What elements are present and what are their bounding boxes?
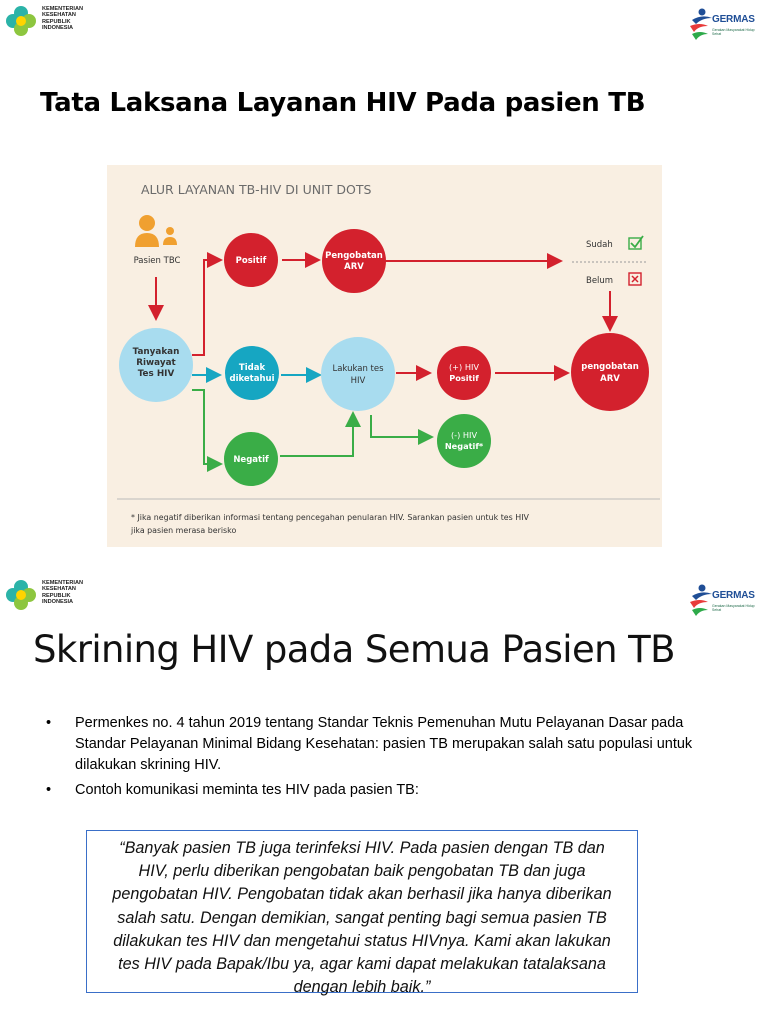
list-item: • Contoh komunikasi meminta tes HIV pada… [44,780,734,801]
node-hiv-negative: (-) HIV Negatif* [437,414,491,468]
germas-wordmark: GERMAS [712,14,755,25]
quote-text: “Banyak pasien TB juga terinfeksi HIV. P… [112,839,612,997]
svg-text:Riwayat: Riwayat [136,358,175,368]
arrow-test-to-hivneg [370,415,434,445]
germas-tagline: Gerakan Masyarakat Hidup Sehat [712,28,755,36]
bullet-list: • Permenkes no. 4 tahun 2019 tentang Sta… [44,713,734,805]
arrow-negative-to-test [280,411,361,457]
status-belum-label: Belum [586,276,613,286]
kemenkes-logo-text: KEMENTERIAN KESEHATAN REPUBLIK INDONESIA [42,6,84,32]
patient-icon [135,215,177,247]
cross-icon [628,272,642,286]
kemenkes-logo-text: KEMENTERIAN KESEHATAN REPUBLIK INDONESIA [42,580,84,606]
svg-text:Negatif*: Negatif* [445,441,484,451]
flowchart-heading: ALUR LAYANAN TB-HIV DI UNIT DOTS [141,182,371,197]
slide-2-title: Skrining HIV pada Semua Pasien TB [33,628,676,671]
germas-wordmark: GERMAS [712,590,755,601]
svg-text:Tes HIV: Tes HIV [138,369,175,379]
germas-emblem-icon [690,584,712,616]
germas-emblem-icon [690,8,712,40]
svg-text:Pengobatan: Pengobatan [325,251,383,261]
bullet-dot: • [46,715,52,731]
footnote-line-1: * Jika negatif diberikan informasi tenta… [131,513,530,522]
list-item: • Permenkes no. 4 tahun 2019 tentang Sta… [44,713,734,776]
svg-text:Positif: Positif [236,256,267,266]
node-arv-right: pengobatan ARV [571,333,649,411]
tb-hiv-flowchart: ALUR LAYANAN TB-HIV DI UNIT DOTS Pasien … [107,165,662,547]
arrow-ask-to-positive [192,252,223,356]
checkmark-icon [628,235,644,250]
slide-1: KEMENTERIAN KESEHATAN REPUBLIK INDONESIA… [4,2,760,547]
svg-text:Tanyakan: Tanyakan [133,347,180,357]
bullet-text: Contoh komunikasi meminta tes HIV pada p… [75,782,419,798]
node-unknown: Tidak diketahui [225,346,279,400]
germas-tagline: Gerakan Masyarakat Hidup Sehat [712,604,755,612]
status-sudah-label: Sudah [586,240,613,250]
svg-text:Positif: Positif [449,373,479,383]
svg-text:HIV: HIV [351,376,366,386]
germas-logo: GERMAS Gerakan Masyarakat Hidup Sehat [686,4,760,44]
node-arv-top: Pengobatan ARV [322,229,386,293]
node-hiv-positive: (+) HIV Positif [437,346,491,400]
node-negative: Negatif [224,432,278,486]
svg-text:Tidak: Tidak [239,363,266,373]
kemenkes-logo: KEMENTERIAN KESEHATAN REPUBLIK INDONESIA [4,2,94,42]
svg-text:ARV: ARV [344,262,364,272]
svg-text:Negatif: Negatif [233,455,269,465]
svg-text:pengobatan: pengobatan [581,362,639,372]
bullet-text: Permenkes no. 4 tahun 2019 tentang Stand… [75,715,693,773]
svg-text:Lakukan tes: Lakukan tes [332,364,384,374]
patient-label: Pasien TBC [134,256,181,266]
kemenkes-logo: KEMENTERIAN KESEHATAN REPUBLIK INDONESIA [4,576,94,616]
svg-text:(+) HIV: (+) HIV [449,362,479,372]
slide-2: KEMENTERIAN KESEHATAN REPUBLIK INDONESIA… [0,570,768,1024]
slide-1-title: Tata Laksana Layanan HIV Pada pasien TB [40,88,646,118]
example-quote-box: “Banyak pasien TB juga terinfeksi HIV. P… [86,830,638,997]
svg-text:ARV: ARV [600,374,620,384]
arrow-ask-to-negative [192,389,223,472]
footnote-line-2: jika pasien merasa berisko [130,526,236,535]
node-positive: Positif [224,233,278,287]
kemenkes-emblem-icon [6,6,36,36]
node-do-test: Lakukan tes HIV [321,337,395,411]
node-ask-history: Tanyakan Riwayat Tes HIV [119,328,193,402]
svg-text:(-) HIV: (-) HIV [451,430,478,440]
svg-text:diketahui: diketahui [229,374,274,384]
germas-logo: GERMAS Gerakan Masyarakat Hidup Sehat [686,580,760,620]
kemenkes-emblem-icon [6,580,36,610]
bullet-dot: • [46,782,52,798]
